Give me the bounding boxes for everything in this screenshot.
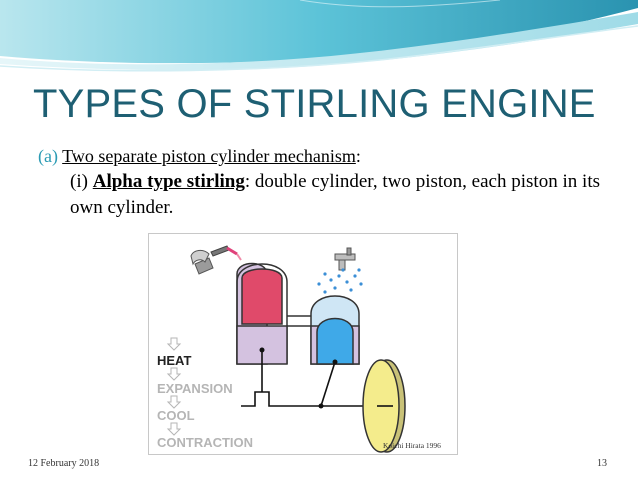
point-i-marker: (i) [70, 171, 88, 192]
alpha-stirling-diagram: HEAT EXPANSION COOL CONTRACTION Koichi H… [148, 233, 458, 455]
slide-title: TYPES OF STIRLING ENGINE [33, 82, 596, 126]
point-i-bold-text: Alpha type stirling [92, 171, 245, 192]
stage-contraction-label: CONTRACTION [157, 435, 253, 450]
footer-date: 12 February 2018 [28, 458, 100, 469]
stage-cool-label: COOL [157, 408, 195, 423]
diagram-credit: Koichi Hirata 1996 [383, 441, 441, 450]
header-wave-decoration [0, 0, 638, 72]
stage-expansion-label: EXPANSION [157, 381, 233, 396]
cold-piston [316, 317, 354, 365]
point-i-text: : double cylinder, two piston, each pist… [70, 171, 601, 218]
stage-heat-label: HEAT [157, 353, 191, 368]
point-a-suffix: : [355, 146, 361, 166]
water-tap-icon [317, 247, 363, 294]
page-number: 13 [597, 458, 607, 469]
point-i: (i) Alpha type stirling: double cylinder… [70, 169, 600, 221]
crankshaft [241, 391, 379, 407]
stage-arrows [166, 337, 182, 436]
engine-illustration: HEAT EXPANSION COOL CONTRACTION Koichi H… [157, 245, 441, 453]
point-a-text: Two separate piston cylinder mechanism [62, 146, 356, 166]
burner-icon [190, 245, 242, 275]
cold-connecting-rod [320, 361, 336, 407]
cold-cylinder [310, 295, 360, 365]
flywheel [362, 359, 406, 453]
hot-piston [241, 268, 283, 325]
point-a-marker: (a) [38, 146, 58, 166]
point-a: (a) Two separate piston cylinder mechani… [38, 146, 603, 167]
